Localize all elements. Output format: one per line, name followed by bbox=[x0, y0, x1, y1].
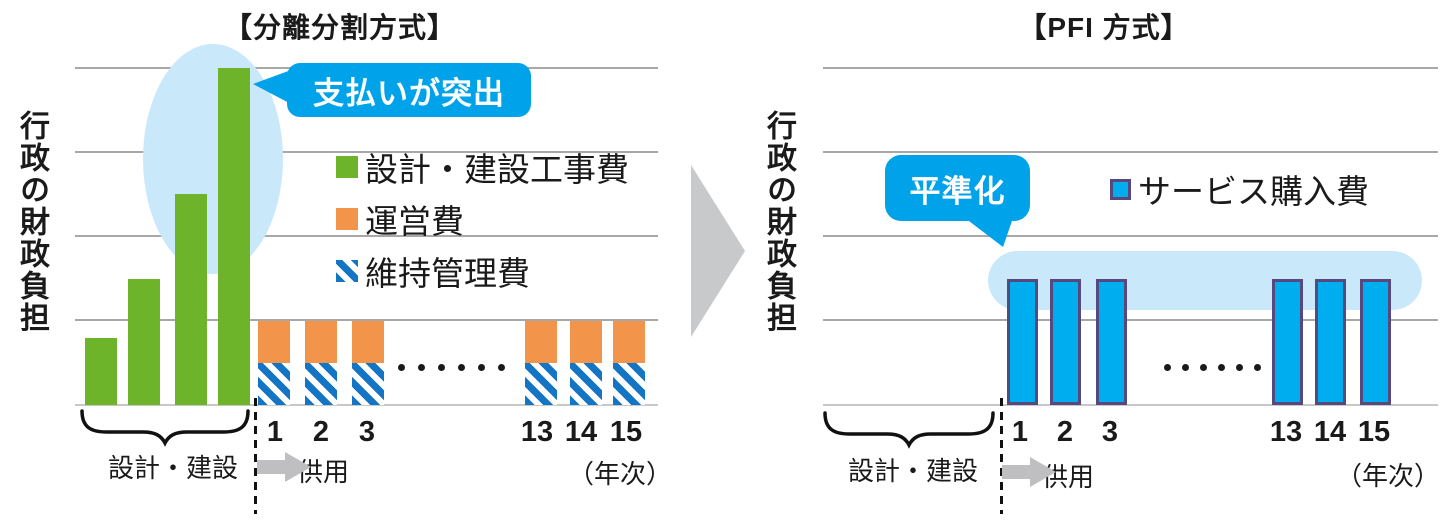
hidden-years-ellipsis-dot bbox=[418, 364, 425, 371]
left-gridline-3 bbox=[75, 235, 658, 237]
service-purchase-bar bbox=[1050, 279, 1081, 405]
operation-cost-bar bbox=[525, 321, 557, 363]
payment-spike-callout: 支払いが突出 bbox=[287, 63, 531, 117]
right-legend-item-service: サービス購入費 bbox=[1110, 167, 1369, 211]
operation-cost-bar bbox=[570, 321, 602, 363]
operation-cost-bar bbox=[613, 321, 645, 363]
service-purchase-bar bbox=[1007, 279, 1038, 405]
service-purchase-legend-label: サービス購入費 bbox=[1138, 173, 1369, 210]
service-purchase-bar bbox=[1360, 279, 1391, 405]
hidden-years-ellipsis-dot bbox=[1182, 364, 1189, 371]
right-chart-title: 【PFI 方式】 bbox=[1018, 12, 1190, 43]
hidden-years-ellipsis-dot bbox=[1218, 364, 1225, 371]
maintenance-cost-legend-label: 維持管理費 bbox=[365, 255, 530, 292]
operation-cost-legend-label: 運営費 bbox=[365, 203, 464, 240]
maintenance-cost-bar bbox=[258, 363, 290, 405]
construction-cost-bar bbox=[85, 338, 117, 405]
maintenance-cost-bar bbox=[352, 363, 384, 405]
year-tick-label: 3 bbox=[358, 416, 376, 448]
hidden-years-ellipsis-dot bbox=[438, 364, 445, 371]
construction-cost-bar bbox=[128, 279, 160, 405]
maintenance-cost-bar bbox=[613, 363, 645, 405]
left-x-axis-line bbox=[75, 404, 658, 406]
leveling-callout-label: 平準化 bbox=[909, 173, 1006, 209]
leveling-callout-tail bbox=[965, 218, 1013, 247]
hidden-years-ellipsis-dot bbox=[458, 364, 465, 371]
maintenance-cost-bar bbox=[305, 363, 337, 405]
right-y-axis-label: 行政の財政負担 bbox=[762, 110, 795, 334]
left-construction-phase-label: 設計・建設 bbox=[107, 453, 238, 483]
left-legend-item-construction: 設計・建設工事費 bbox=[336, 145, 629, 189]
hidden-years-ellipsis-dot bbox=[1164, 364, 1171, 371]
left-legend-item-maintenance: 維持管理費 bbox=[336, 249, 530, 293]
left-legend-item-operation: 運営費 bbox=[336, 197, 464, 241]
operation-cost-swatch bbox=[336, 208, 358, 230]
left-axis-unit-label: （年次） bbox=[567, 459, 672, 489]
right-gridline-3 bbox=[823, 235, 1438, 237]
left-gridline-4 bbox=[75, 319, 658, 321]
year-tick-label: 3 bbox=[1101, 416, 1119, 448]
hidden-years-ellipsis-dot bbox=[478, 364, 485, 371]
hidden-years-ellipsis-dot bbox=[1200, 364, 1207, 371]
year-tick-label: 15 bbox=[1357, 416, 1391, 448]
leveling-callout: 平準化 bbox=[885, 155, 1030, 221]
maintenance-cost-bar bbox=[570, 363, 602, 405]
left-service-phase-label: 供用 bbox=[297, 457, 350, 487]
right-construction-phase-label: 設計・建設 bbox=[847, 456, 978, 486]
operation-cost-bar bbox=[305, 321, 337, 363]
year-tick-label: 1 bbox=[1011, 416, 1029, 448]
operation-cost-bar bbox=[258, 321, 290, 363]
maintenance-cost-swatch bbox=[336, 260, 358, 282]
construction-cost-bar bbox=[175, 194, 207, 405]
year-tick-label: 15 bbox=[609, 416, 643, 448]
year-tick-label: 14 bbox=[1313, 416, 1347, 448]
right-gridline-4 bbox=[823, 319, 1438, 321]
service-purchase-bar bbox=[1272, 279, 1303, 405]
hidden-years-ellipsis-dot bbox=[1254, 364, 1261, 371]
hidden-years-ellipsis-dot bbox=[1236, 364, 1243, 371]
left-y-axis-label: 行政の財政負担 bbox=[15, 110, 48, 334]
operation-cost-bar bbox=[352, 321, 384, 363]
right-axis-unit-label: （年次） bbox=[1335, 461, 1440, 491]
maintenance-cost-bar bbox=[525, 363, 557, 405]
service-purchase-swatch bbox=[1110, 178, 1131, 200]
service-purchase-bar bbox=[1096, 279, 1127, 405]
year-tick-label: 13 bbox=[1269, 416, 1303, 448]
left-construction-brace bbox=[80, 409, 250, 447]
year-tick-label: 13 bbox=[520, 416, 554, 448]
year-tick-label: 14 bbox=[564, 416, 598, 448]
left-chart-title: 【分離分割方式】 bbox=[223, 12, 456, 43]
right-construction-brace bbox=[823, 411, 995, 449]
year-tick-label: 1 bbox=[266, 416, 284, 448]
left-service-arrow-icon bbox=[257, 452, 311, 482]
left-gridline-2 bbox=[75, 151, 658, 153]
right-gridline-2 bbox=[823, 151, 1438, 153]
service-purchase-bar bbox=[1315, 279, 1346, 405]
left-phase-divider-dashed-line bbox=[254, 398, 257, 514]
transition-arrow-icon bbox=[691, 165, 745, 337]
payment-spike-callout-label: 支払いが突出 bbox=[313, 75, 505, 111]
construction-cost-swatch bbox=[336, 156, 358, 178]
year-tick-label: 2 bbox=[312, 416, 330, 448]
construction-cost-legend-label: 設計・建設工事費 bbox=[365, 151, 629, 188]
right-service-phase-label: 供用 bbox=[1042, 462, 1095, 492]
year-tick-label: 2 bbox=[1056, 416, 1074, 448]
right-phase-divider-dashed-line bbox=[1000, 398, 1003, 514]
right-gridline-1 bbox=[823, 67, 1438, 69]
payment-callout-tail bbox=[253, 70, 291, 104]
right-x-axis-line bbox=[823, 404, 1438, 406]
hidden-years-ellipsis-dot bbox=[498, 364, 505, 371]
construction-cost-bar bbox=[218, 68, 250, 405]
hidden-years-ellipsis-dot bbox=[398, 364, 405, 371]
right-service-arrow-icon bbox=[1002, 457, 1056, 487]
